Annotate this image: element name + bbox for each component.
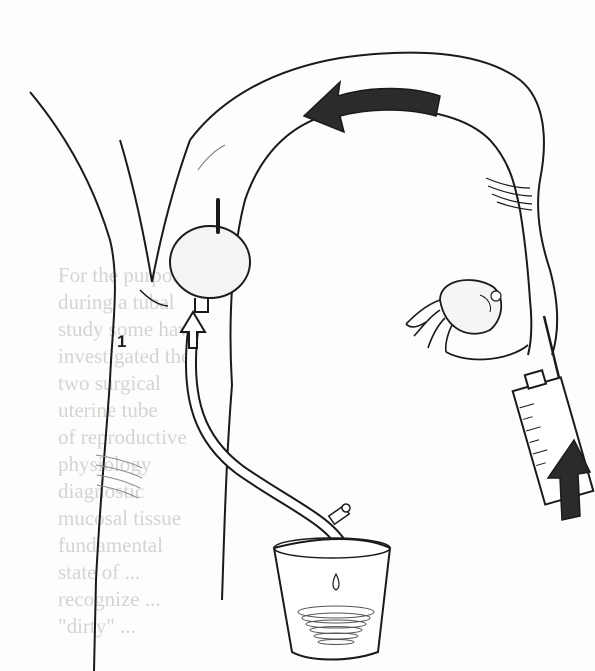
cervix-canal: [140, 290, 168, 306]
uterine-horn-inner: [231, 109, 532, 385]
balloon-neck: [195, 298, 208, 312]
syringe: [509, 366, 593, 505]
arrow-up-icon: [181, 312, 205, 348]
step-label-1: 1: [117, 332, 126, 352]
curved-arrow-left-icon: [304, 82, 440, 132]
catheter-balloon: [170, 226, 250, 298]
uterine-lining: [198, 145, 225, 170]
tube-to-ovary: [446, 345, 528, 359]
tube-clamp: [329, 504, 350, 524]
left-flank-outline: [30, 92, 115, 671]
ovary: [440, 280, 501, 334]
uterine-body-left: [222, 385, 232, 600]
collection-cup: [274, 538, 390, 660]
tubal-fold-lines: [486, 178, 532, 210]
